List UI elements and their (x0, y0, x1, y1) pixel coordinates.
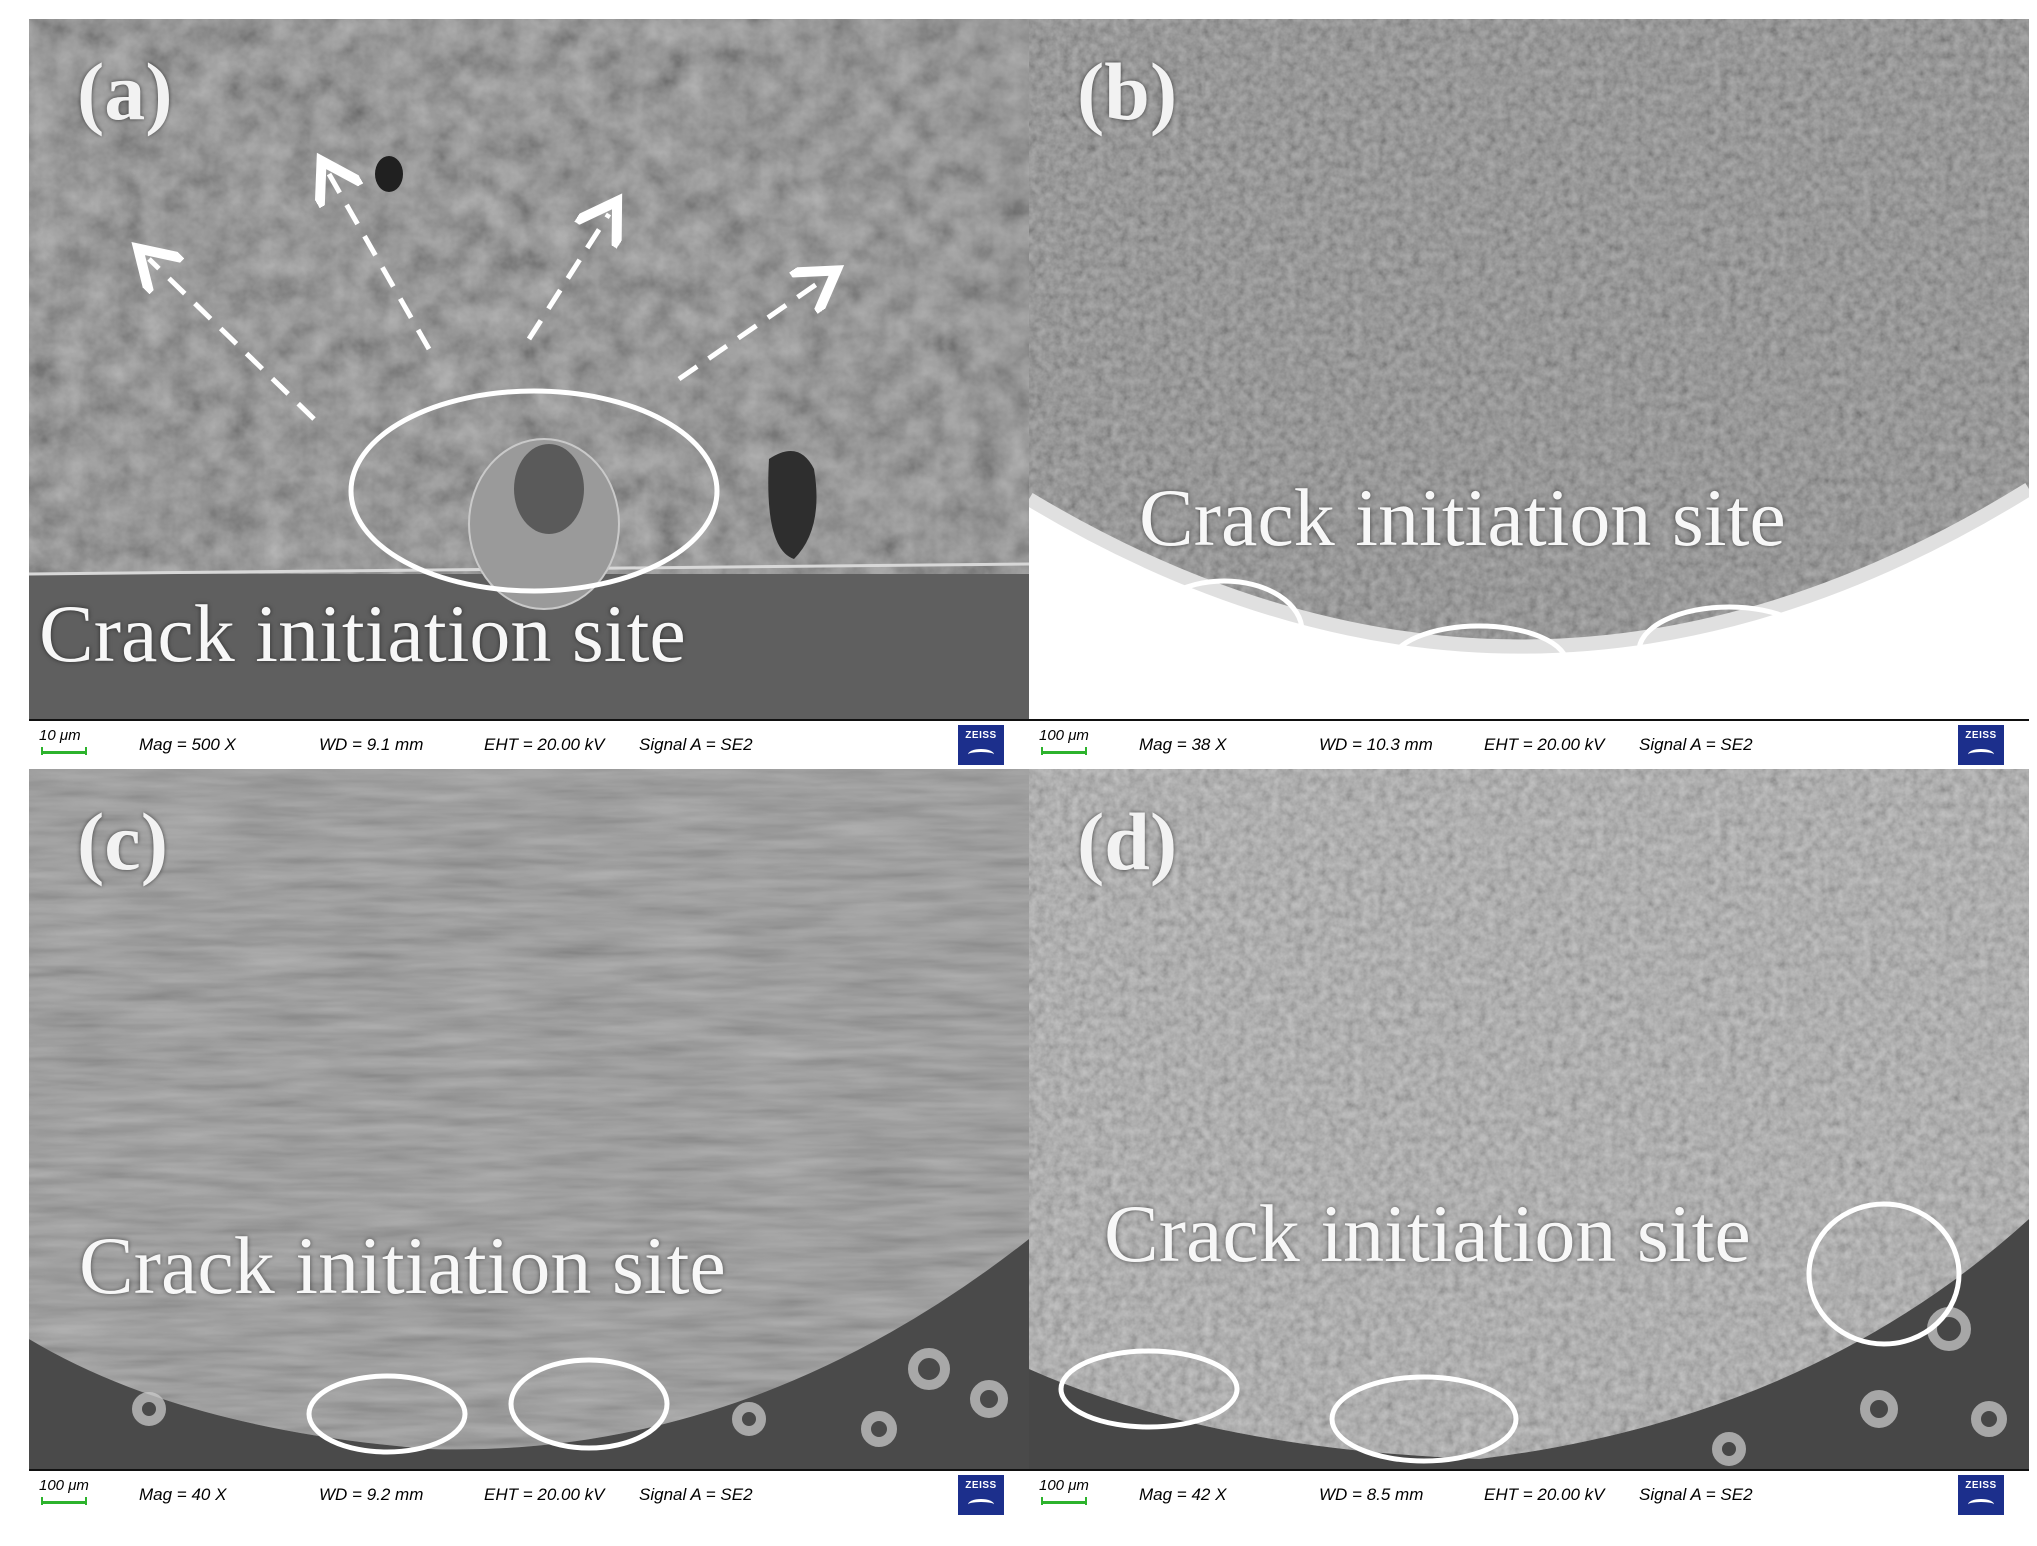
scale-bar-label: 100 μm (1039, 727, 1089, 744)
highlight-ellipse (1329, 1374, 1519, 1464)
scale-bar-label: 100 μm (39, 1477, 89, 1494)
signal-type: Signal A = SE2 (639, 735, 753, 754)
highlight-ellipse (1058, 1348, 1240, 1430)
crack-initiation-caption: Crack initiation site (79, 1220, 726, 1311)
sem-panel-d: (d) Crack initiation site 100 μm Mag = 4… (1029, 769, 2029, 1519)
zeiss-logo-icon: ZEISS (958, 725, 1004, 765)
eht-voltage: EHT = 20.00 kV (1484, 1485, 1605, 1504)
highlight-ellipse (306, 1373, 468, 1455)
propagation-arrow (677, 279, 824, 382)
crack-initiation-caption: Crack initiation site (1139, 472, 1786, 563)
sem-panel-c: (c) Crack initiation site 100 μm Mag = 4… (29, 769, 1029, 1519)
highlight-ellipse (1636, 604, 1822, 698)
scale-bar-label: 10 μm (39, 727, 81, 744)
eht-voltage: EHT = 20.00 kV (1484, 735, 1605, 754)
propagation-arrow (526, 214, 609, 341)
panel-label: (a) (77, 46, 173, 137)
panel-label: (d) (1077, 796, 1178, 887)
sem-panel-b: (b) Crack initiation site 100 μm Mag = 3… (1029, 19, 2029, 769)
highlight-ellipse (1388, 623, 1570, 705)
highlight-ellipse (508, 1357, 670, 1451)
magnification: Mag = 40 X (139, 1485, 227, 1504)
sem-micrograph (29, 19, 1029, 719)
zeiss-logo-icon: ZEISS (958, 1475, 1004, 1515)
sem-panel-a: (a) Crack initiation site 10 μm Mag = 50… (29, 19, 1029, 769)
scale-bar (1041, 747, 1087, 755)
magnification: Mag = 500 X (139, 735, 236, 754)
sem-info-bar: 100 μm Mag = 42 X WD = 8.5 mm EHT = 20.0… (1029, 1469, 2029, 1519)
working-distance: WD = 9.1 mm (319, 735, 424, 754)
crack-initiation-caption: Crack initiation site (39, 588, 686, 679)
working-distance: WD = 10.3 mm (1319, 735, 1433, 754)
scale-bar (41, 1497, 87, 1505)
sem-micrograph (1029, 19, 2029, 719)
highlight-ellipse (1806, 1201, 1962, 1347)
sem-info-bar: 100 μm Mag = 38 X WD = 10.3 mm EHT = 20.… (1029, 719, 2029, 769)
signal-type: Signal A = SE2 (1639, 1485, 1753, 1504)
magnification: Mag = 38 X (1139, 735, 1227, 754)
scale-bar (1041, 1497, 1087, 1505)
scale-bar (41, 747, 87, 755)
panel-label: (b) (1077, 46, 1178, 137)
signal-type: Signal A = SE2 (1639, 735, 1753, 754)
crack-initiation-caption: Crack initiation site (1104, 1188, 1751, 1279)
sem-info-bar: 10 μm Mag = 500 X WD = 9.1 mm EHT = 20.0… (29, 719, 1029, 769)
working-distance: WD = 9.2 mm (319, 1485, 424, 1504)
sem-info-bar: 100 μm Mag = 40 X WD = 9.2 mm EHT = 20.0… (29, 1469, 1029, 1519)
eht-voltage: EHT = 20.00 kV (484, 735, 605, 754)
panel-label: (c) (77, 796, 169, 887)
propagation-arrow (149, 259, 316, 421)
zeiss-logo-icon: ZEISS (1958, 725, 2004, 765)
scale-bar-label: 100 μm (1039, 1477, 1089, 1494)
sem-micrograph (29, 769, 1029, 1469)
highlight-ellipse (348, 388, 720, 594)
eht-voltage: EHT = 20.00 kV (484, 1485, 605, 1504)
working-distance: WD = 8.5 mm (1319, 1485, 1424, 1504)
highlight-ellipse (1143, 578, 1305, 684)
signal-type: Signal A = SE2 (639, 1485, 753, 1504)
magnification: Mag = 42 X (1139, 1485, 1227, 1504)
zeiss-logo-icon: ZEISS (1958, 1475, 2004, 1515)
sem-micrograph (1029, 769, 2029, 1469)
